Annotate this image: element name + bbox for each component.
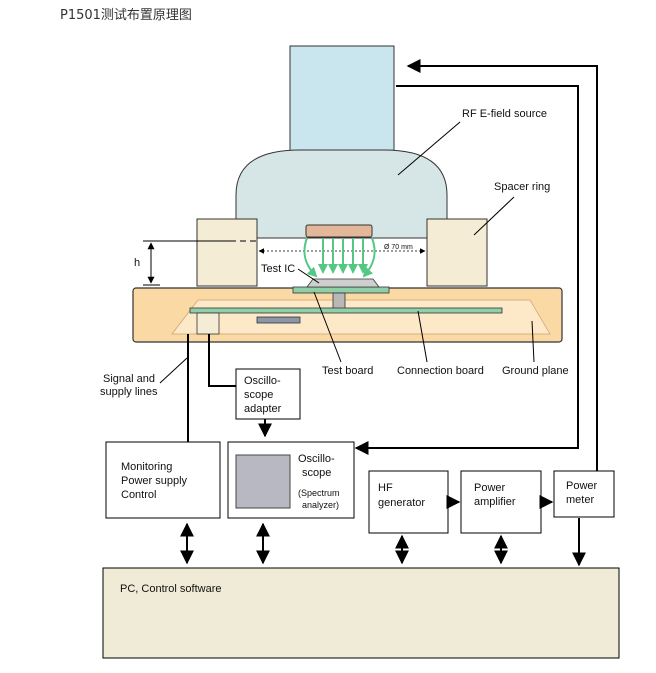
oscilloscope-label-1: Oscillo- (298, 453, 335, 465)
board-component (256, 316, 301, 324)
adapter-label-1: Oscillo- (244, 375, 281, 387)
oscilloscope-screen (235, 454, 291, 509)
emitter-plate (305, 224, 373, 238)
page-title: P1501测试布置原理图 (60, 8, 192, 23)
monitoring-label-2: Power supply (121, 475, 188, 487)
pc-control-label: PC, Control software (120, 583, 221, 595)
waveguide-tube (289, 45, 395, 157)
adapter-label-2: scope (244, 389, 273, 401)
ground-plane-inner (171, 299, 551, 335)
power-meter-box (553, 470, 615, 518)
rf-source-label: RF E-field source (462, 108, 547, 120)
signal-lines-label-1: Signal and (103, 373, 155, 385)
power-amplifier-label-1: Power (474, 482, 506, 494)
power-amplifier-label-2: amplifier (474, 496, 516, 508)
ground-plane-label: Ground plane (502, 365, 569, 377)
diameter-label: Ø 70 mm (384, 244, 413, 251)
test-board-label: Test board (322, 365, 373, 377)
oscilloscope-label-2: scope (302, 467, 331, 479)
spacer-ring-right (426, 218, 488, 287)
signal-lines-label-2: supply lines (100, 386, 158, 398)
test-board (292, 286, 390, 294)
adapter-label-3: adapter (244, 403, 282, 415)
hf-generator-label-2: generator (378, 497, 425, 509)
connection-board (189, 307, 503, 314)
hf-generator-box (368, 470, 449, 534)
adapter-line (208, 334, 236, 387)
monitoring-label-1: Monitoring (121, 461, 172, 473)
monitoring-label-3: Control (121, 489, 156, 501)
spacer-ring-left (196, 218, 258, 287)
hf-generator-label-1: HF (378, 482, 393, 494)
oscilloscope-sub-2: analyzer) (302, 500, 339, 510)
oscilloscope-adapter-box (235, 368, 301, 420)
e-field-arrows (303, 237, 376, 278)
source-to-oscilloscope-line (354, 85, 579, 455)
connector-block (196, 312, 220, 335)
pc-control-box (102, 567, 620, 659)
connection-board-label: Connection board (397, 365, 484, 377)
oscilloscope-sub-1: (Spectrum (298, 488, 340, 498)
connector-pin (332, 292, 346, 311)
test-ic-label: Test IC (261, 263, 295, 275)
test-ic (306, 278, 380, 288)
power-meter-label-2: meter (566, 494, 594, 506)
monitoring-box (105, 441, 221, 519)
power-amplifier-box (460, 470, 542, 534)
meter-to-source-line (406, 59, 598, 471)
spacer-ring-label: Spacer ring (494, 181, 550, 193)
power-meter-label-1: Power (566, 480, 598, 492)
h-label: h (134, 257, 140, 269)
